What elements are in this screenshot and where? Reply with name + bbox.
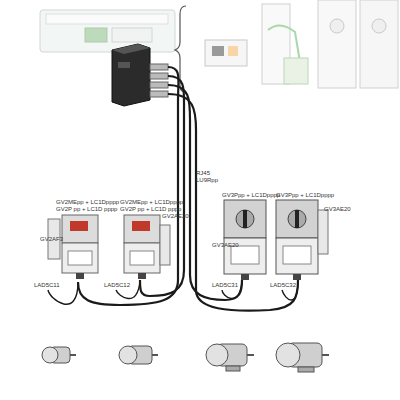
communication-module [112, 44, 168, 106]
cable-reference: LAD5C12 [104, 282, 130, 289]
part-reference: GV3Ppp + LC1Dpppp [276, 192, 334, 199]
part-reference: GV2AE20 [162, 213, 189, 220]
part-reference: GV2MEpp + LC1Dpppp [120, 199, 183, 206]
part-reference: GV2P pp + LC1D pppp [120, 206, 181, 213]
motors [42, 343, 329, 372]
part-reference: GV2AF3 [40, 236, 63, 243]
cable-reference: LAD5C11 [34, 282, 60, 289]
controller-ghost [40, 10, 175, 52]
motor-starters [48, 200, 328, 280]
part-reference: GV3AE20 [212, 242, 239, 249]
part-reference: GV2MEpp + LC1Dpppp [56, 199, 119, 206]
devices-ghost [205, 0, 398, 88]
cable-reference: LAD5C31 [212, 282, 238, 289]
part-reference: LU9Rpp [196, 177, 218, 184]
part-reference: GV3Ppp + LC1Dpppp [222, 192, 280, 199]
part-reference: GV3AE20 [324, 206, 351, 213]
bracket [175, 6, 186, 92]
part-reference: RJ45 [196, 170, 210, 177]
part-reference: GV2P pp + LC1D pppp [56, 206, 117, 213]
cable-reference: LAD5C32 [270, 282, 296, 289]
cables [48, 67, 298, 311]
